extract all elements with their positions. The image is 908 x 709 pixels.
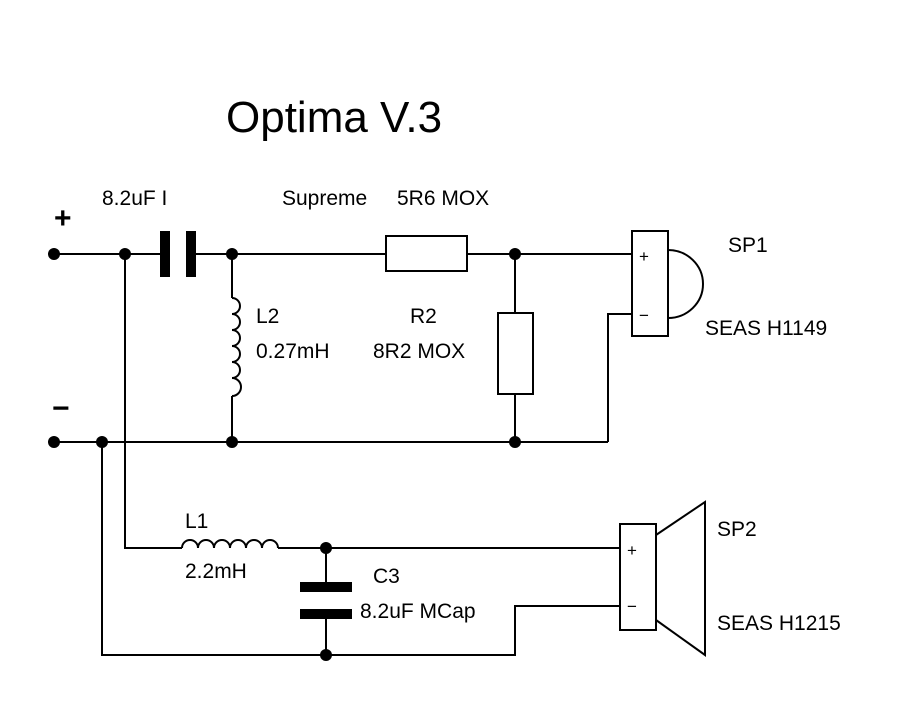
sp1-body — [631, 230, 669, 337]
c1-plate-left — [160, 231, 170, 277]
plus-input-terminal — [48, 248, 60, 260]
junction-ground-woofer — [96, 436, 108, 448]
junction-r2-top — [509, 248, 521, 260]
junction-l2-top — [226, 248, 238, 260]
wire-ground-to-sp2-minus — [101, 442, 620, 656]
junction-c3-top — [320, 542, 332, 554]
plus-terminal-sign: + — [54, 202, 72, 235]
r2-name: R2 — [410, 305, 437, 328]
sp2-minus-sign: − — [627, 597, 637, 616]
sp2-plus-sign: + — [627, 541, 637, 560]
sp2-cone — [655, 500, 706, 657]
c3-plate-top — [300, 582, 352, 592]
l1-inductor — [181, 539, 279, 549]
c1-note: Supreme — [282, 187, 367, 210]
r2-resistor — [497, 312, 534, 395]
r1-resistor — [385, 235, 468, 272]
c3-capacitor — [300, 582, 352, 619]
woofer-branch-wires — [101, 254, 620, 656]
sp1-tweeter: + − — [631, 230, 704, 337]
r1-label: 5R6 MOX — [397, 187, 489, 210]
sp1-model: SEAS H1149 — [705, 317, 827, 340]
junction-r2-bottom — [509, 436, 521, 448]
minus-terminal-sign: − — [52, 392, 70, 425]
r2-value: 8R2 MOX — [373, 340, 465, 363]
sp1-name: SP1 — [728, 234, 768, 257]
junction-dots — [48, 248, 521, 661]
l2-inductor — [231, 297, 242, 397]
l2-value: 0.27mH — [256, 340, 330, 363]
junction-c3-bottom — [320, 649, 332, 661]
wire-ground-to-sp1-minus — [607, 313, 632, 442]
c3-name: C3 — [373, 565, 400, 588]
tweeter-branch-wires — [54, 253, 632, 443]
c3-plate-bottom — [300, 609, 352, 619]
sp2-name: SP2 — [717, 518, 757, 541]
l2-name: L2 — [256, 305, 279, 328]
l1-value: 2.2mH — [185, 560, 247, 583]
junction-c1-input — [119, 248, 131, 260]
c1-label: 8.2uF I — [102, 187, 167, 210]
sp2-woofer: + − — [619, 500, 706, 657]
minus-input-terminal — [48, 436, 60, 448]
l1-name: L1 — [185, 510, 208, 533]
sp1-dome — [667, 249, 704, 319]
diagram-title: Optima V.3 — [226, 93, 442, 142]
sp2-body — [619, 523, 657, 631]
sp1-minus-sign: − — [639, 306, 649, 325]
c1-plate-right — [186, 231, 196, 277]
sp2-model: SEAS H1215 — [717, 612, 841, 635]
wire-to-l1 — [124, 254, 182, 549]
sp1-plus-sign: + — [639, 247, 649, 266]
junction-l2-bottom — [226, 436, 238, 448]
c3-value: 8.2uF MCap — [360, 600, 476, 623]
c1-capacitor — [160, 231, 196, 277]
